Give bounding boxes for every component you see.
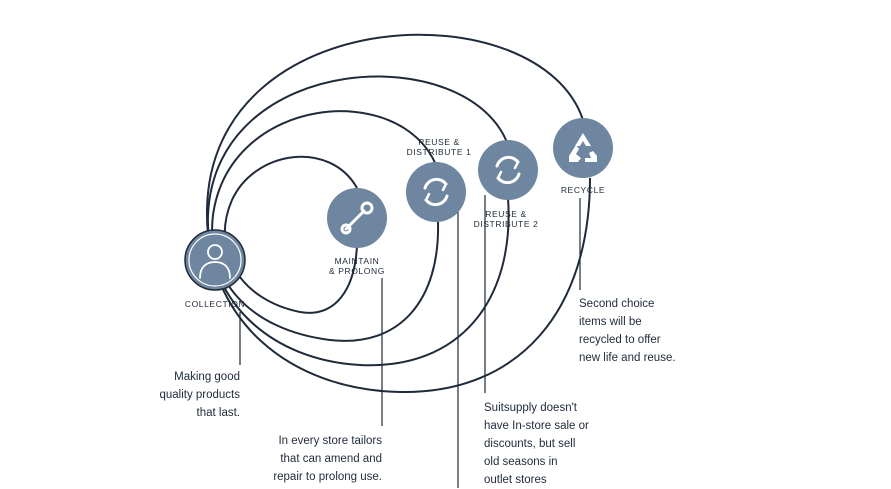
label-reuse2-line-1: REUSE & <box>485 209 527 219</box>
note-reuse-line: Suitsupply doesn't <box>484 402 577 414</box>
note-recycle-line: Second choice <box>579 298 655 310</box>
refresh-icon <box>495 155 521 185</box>
note-reuse-line: have In-store sale or <box>484 420 589 432</box>
note-recycle-line: new life and reuse. <box>579 352 676 364</box>
note-recycle-line: recycled to offer <box>579 334 661 346</box>
note-reuse: Suitsupply doesn't have In-store sale or… <box>484 399 614 489</box>
note-recycle-line: items will be <box>579 316 642 328</box>
note-maintain-line: that can amend and <box>280 453 382 465</box>
node-collection <box>184 229 246 291</box>
label-reuse2: REUSE & DISTRIBUTE 2 <box>470 209 542 229</box>
note-reuse-line: outlet stores <box>484 474 547 486</box>
wrench-icon <box>340 201 374 235</box>
label-maintain-line-2: & PROLONG <box>329 266 385 276</box>
label-collection: COLLECTION <box>184 299 246 309</box>
note-maintain: In every store tailors that can amend an… <box>262 432 382 486</box>
label-recycle: RECYCLE <box>560 185 606 195</box>
label-reuse2-line-2: DISTRIBUTE 2 <box>473 219 539 229</box>
note-collection: Making good quality products that last. <box>140 368 240 422</box>
node-recycle <box>553 118 613 178</box>
label-reuse1-line-2: DISTRIBUTE 1 <box>406 147 472 157</box>
note-recycle: Second choice items will be recycled to … <box>579 295 699 367</box>
label-maintain: MAINTAIN & PROLONG <box>327 256 387 276</box>
loop-recycle <box>205 33 591 394</box>
note-collection-line: Making good <box>174 371 240 383</box>
note-collection-line: quality products <box>159 389 240 401</box>
note-maintain-line: In every store tailors <box>278 435 382 447</box>
note-reuse-line: old seasons in <box>484 456 558 468</box>
label-reuse1-line-1: REUSE & <box>418 137 460 147</box>
label-reuse1: REUSE & DISTRIBUTE 1 <box>403 137 475 157</box>
node-reuse2 <box>478 140 538 200</box>
note-collection-line: that last. <box>196 407 240 419</box>
refresh-icon <box>423 177 449 207</box>
person-icon <box>199 244 231 279</box>
node-reuse1 <box>406 162 466 222</box>
note-maintain-line: repair to prolong use. <box>273 471 382 483</box>
note-reuse-line: discounts, but sell <box>484 438 576 450</box>
recycle-icon <box>569 133 597 162</box>
node-maintain <box>327 188 387 248</box>
label-maintain-line-1: MAINTAIN <box>334 256 380 266</box>
